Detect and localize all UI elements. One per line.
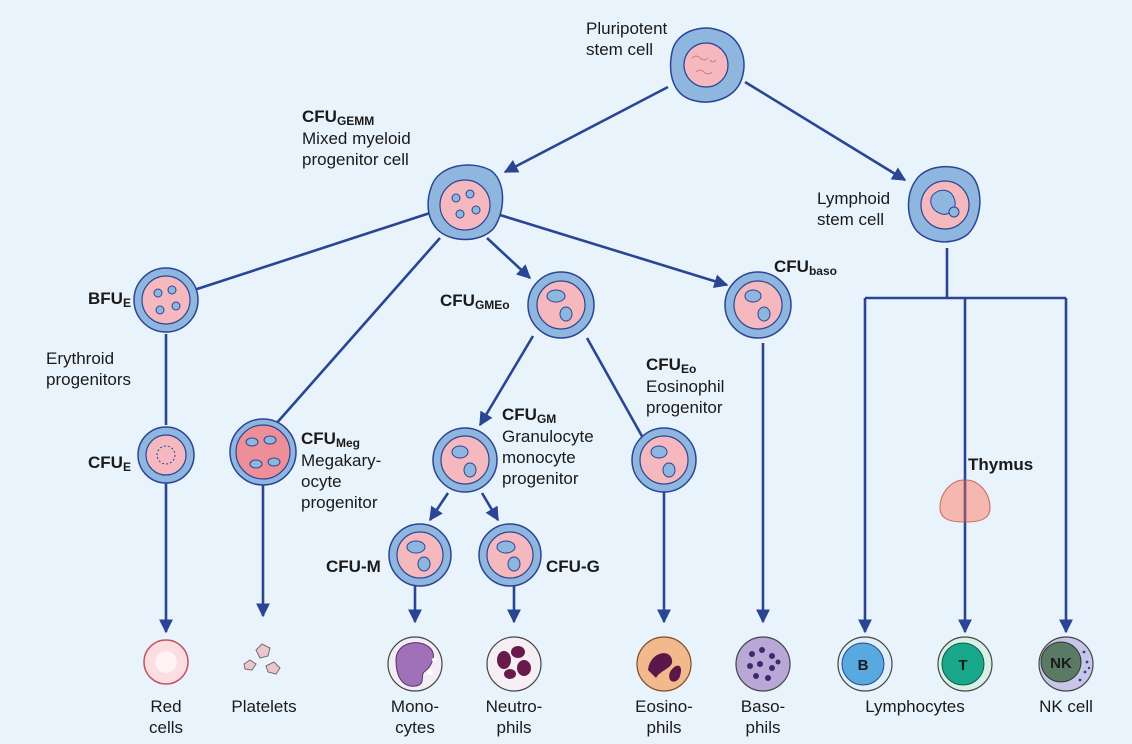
cfu-gmeo-label: CFUGMEo <box>440 291 510 312</box>
nk-cell <box>1038 636 1094 692</box>
arrow-myeloid-to-baso <box>499 213 729 288</box>
bfu-e-label: BFUE <box>88 289 131 310</box>
red-cell <box>143 639 189 685</box>
thymus-organ <box>939 479 991 523</box>
neutrophils-label: Neutro-phils <box>485 697 543 737</box>
nk-letter: NK <box>1050 655 1072 672</box>
arrow-gm-to-cfum <box>428 492 450 522</box>
monocytes-label: Mono-cytes <box>390 697 440 737</box>
arrow-gmeo-to-gm <box>478 335 535 427</box>
basophil <box>735 636 791 692</box>
lymphocytes-label: Lymphocytes <box>865 697 965 716</box>
line-myeloid-to-bfue <box>193 211 431 292</box>
platelets-label: Platelets <box>231 697 297 716</box>
cfu-e-label: CFUE <box>88 453 131 474</box>
cfu-gm-cell <box>432 427 498 493</box>
cfu-g-cell <box>478 523 542 587</box>
cfu-gmeo-cell <box>527 271 595 339</box>
arrow-myeloid-to-gmeo <box>486 237 532 279</box>
pluripotent-stem-cell <box>669 27 745 103</box>
cfu-gemm-cell <box>427 164 504 241</box>
eosinophils-label: Eosino-phils <box>635 697 693 737</box>
cfu-meg-cell <box>229 418 297 486</box>
line-myeloid-to-meg <box>274 237 441 426</box>
connectors <box>159 80 1073 634</box>
basophils-label: Baso-phils <box>740 697 786 737</box>
cfu-meg-label: CFUMeg <box>301 429 360 450</box>
b-lymphocyte <box>837 636 893 692</box>
cfu-m-label: CFU-M <box>326 557 381 576</box>
cfu-baso-label: CFUbaso <box>774 257 837 278</box>
cfu-gemm-label: CFUGEMM <box>302 107 375 128</box>
bfu-e-cell <box>133 267 199 333</box>
lymphoid-stem-cell <box>907 165 981 243</box>
eosinophil <box>636 636 692 692</box>
nk-cell-label: NK cell <box>1039 697 1093 716</box>
cfu-m-cell <box>388 523 452 587</box>
cfu-eo-cell <box>631 427 697 493</box>
neutrophil <box>486 636 542 692</box>
thymus-label: Thymus <box>968 455 1034 474</box>
line-gmeo-to-eo <box>585 337 645 439</box>
cfu-e-cell <box>137 426 195 484</box>
b-letter: B <box>858 657 869 674</box>
t-lymphocyte <box>937 636 993 692</box>
platelets <box>243 643 281 675</box>
cfu-gm-label: CFUGM <box>502 405 557 426</box>
monocyte <box>387 636 443 692</box>
cfu-g-label: CFU-G <box>546 557 600 576</box>
arrow-stem-to-lymphoid <box>744 80 907 182</box>
cfu-baso-cell <box>724 271 792 339</box>
arrow-stem-to-myeloid <box>503 85 669 174</box>
cfu-eo-label: CFUEo <box>646 355 697 376</box>
arrow-gm-to-cfug <box>480 492 500 522</box>
t-letter: T <box>958 657 967 674</box>
